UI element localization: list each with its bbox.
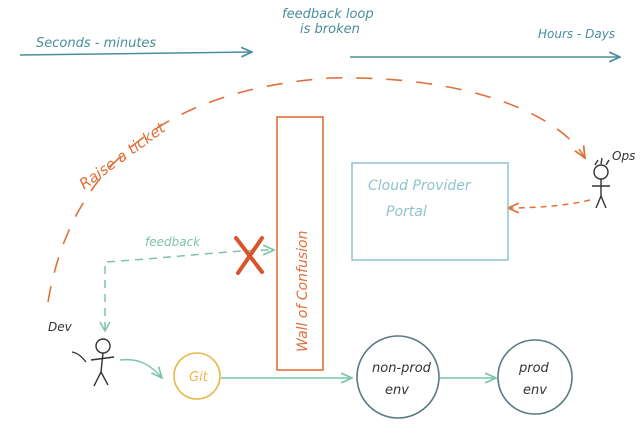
prod-env-label-line1: prod bbox=[518, 361, 550, 376]
prod-env-node bbox=[497, 339, 573, 415]
raise-ticket-arc bbox=[47, 77, 585, 303]
git-label: Git bbox=[189, 370, 209, 385]
git-node bbox=[173, 352, 221, 400]
top-left-timescale-label: Seconds - minutes bbox=[36, 36, 156, 51]
top-right-timescale-label: Hours - Days bbox=[538, 27, 615, 41]
nonprod-env-node bbox=[356, 335, 440, 419]
feedback-loop-title-line2: is broken bbox=[300, 22, 360, 37]
ops-label: Ops bbox=[612, 149, 635, 163]
dev-pointer-arrow bbox=[71, 351, 87, 363]
feedback-arrow bbox=[104, 250, 274, 330]
nonprod-env-label-line2: env bbox=[385, 383, 409, 398]
wall-of-confusion bbox=[276, 116, 324, 371]
feedback-loop-title-line1: feedback loop bbox=[282, 7, 374, 22]
dev-person-icon bbox=[90, 338, 115, 387]
dev-label: Dev bbox=[48, 320, 73, 334]
ops-person-icon bbox=[592, 157, 610, 209]
fast-timescale-arrow bbox=[19, 52, 252, 55]
broken-feedback-cross-icon bbox=[234, 236, 264, 275]
wall-of-confusion-label: Wall of Confusion bbox=[295, 231, 311, 352]
ops-to-portal-arrow bbox=[508, 199, 591, 208]
cloud-provider-label-line1: Cloud Provider bbox=[368, 178, 472, 194]
nonprod-env-label-line1: non-prod bbox=[372, 361, 432, 376]
cloud-provider-label-line2: Portal bbox=[386, 204, 427, 220]
cloud-provider-portal-box bbox=[351, 162, 509, 261]
feedback-label: feedback bbox=[145, 235, 201, 249]
feedback-down-arrowhead bbox=[99, 321, 111, 333]
prod-env-label-line2: env bbox=[523, 383, 547, 398]
dev-to-git-arrow bbox=[119, 358, 162, 378]
raise-ticket-label: Raise a ticket bbox=[76, 118, 170, 193]
